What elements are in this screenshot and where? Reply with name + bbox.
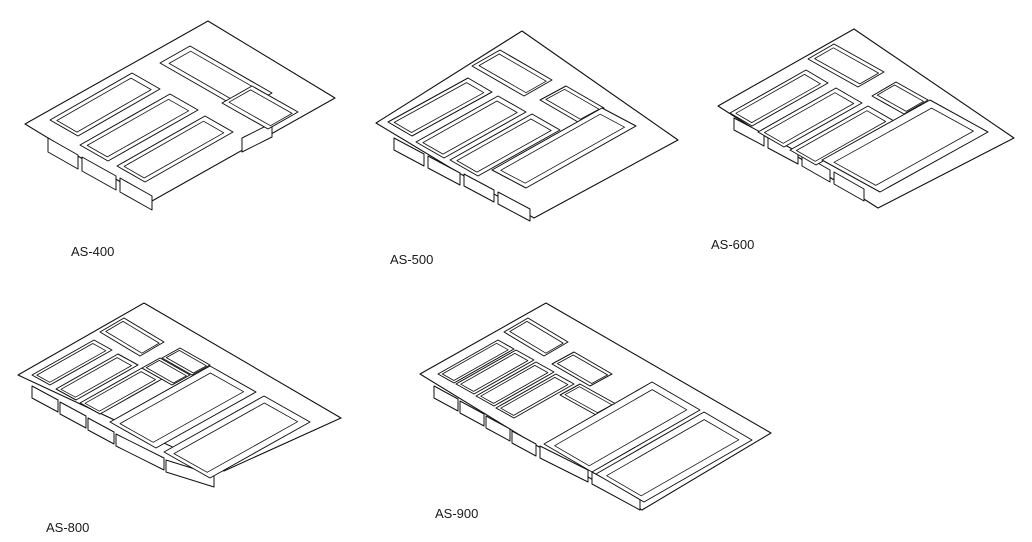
compartment bbox=[79, 93, 199, 162]
compartment-rim bbox=[876, 84, 924, 112]
compartment-rim bbox=[833, 107, 974, 186]
tray-foot bbox=[119, 177, 153, 211]
compartment-rim bbox=[145, 360, 187, 384]
tray-foot bbox=[433, 385, 459, 412]
compartment-rim bbox=[480, 365, 549, 404]
model-label-as-900: AS-900 bbox=[435, 506, 479, 521]
tray-foot bbox=[393, 137, 425, 167]
tray-foot bbox=[463, 173, 495, 203]
tray-foot bbox=[511, 430, 537, 457]
compartment-rim bbox=[556, 354, 609, 384]
tray-foot bbox=[485, 415, 511, 442]
compartment bbox=[109, 365, 257, 449]
compartment bbox=[49, 72, 161, 137]
model-label-as-800: AS-800 bbox=[46, 520, 90, 535]
tray-drawing-as-400 bbox=[24, 20, 336, 211]
compartment bbox=[455, 349, 535, 395]
compartment bbox=[821, 99, 989, 193]
compartment-rim bbox=[735, 74, 821, 123]
compartment-rim bbox=[509, 320, 564, 354]
compartment-rim bbox=[119, 372, 245, 443]
compartment-rim bbox=[796, 110, 887, 162]
tray-drawing-as-600 bbox=[717, 28, 1015, 209]
compartment bbox=[116, 115, 234, 183]
compartment bbox=[163, 395, 311, 479]
compartment-rim bbox=[500, 377, 569, 416]
compartment-rim bbox=[36, 343, 107, 383]
compartment bbox=[475, 361, 555, 407]
compartment bbox=[729, 69, 829, 127]
compartment bbox=[757, 87, 863, 148]
compartment-rim bbox=[84, 371, 156, 412]
compartment-rim bbox=[545, 88, 600, 120]
tray-foot bbox=[87, 417, 115, 445]
compartment bbox=[99, 317, 165, 357]
tray-foot bbox=[497, 191, 531, 222]
tray-drawing-as-900 bbox=[419, 302, 772, 511]
compartment-rim bbox=[460, 353, 529, 392]
model-label-as-400: AS-400 bbox=[71, 244, 115, 259]
compartment bbox=[491, 107, 637, 189]
compartment-rim bbox=[814, 47, 880, 85]
tray-foot bbox=[539, 445, 589, 483]
compartment bbox=[55, 353, 139, 401]
compartment bbox=[31, 339, 113, 386]
compartment-rim bbox=[422, 100, 518, 155]
tray-drawing-as-800 bbox=[17, 302, 342, 488]
compartment-rim bbox=[228, 89, 293, 127]
compartment bbox=[141, 357, 191, 386]
compartment-rim bbox=[123, 120, 225, 179]
compartment-rim bbox=[764, 92, 855, 144]
compartment bbox=[543, 381, 701, 473]
compartment-rim bbox=[105, 320, 160, 354]
model-label-as-500: AS-500 bbox=[390, 252, 434, 267]
tray-drawing-as-500 bbox=[375, 30, 679, 222]
tray-foot bbox=[115, 433, 165, 471]
compartment bbox=[437, 339, 515, 384]
tray-foot bbox=[427, 155, 461, 186]
compartment bbox=[595, 411, 753, 503]
compartment bbox=[387, 77, 493, 137]
compartment-rim bbox=[606, 419, 740, 497]
compartment bbox=[415, 95, 527, 159]
compartment bbox=[471, 49, 553, 97]
compartment bbox=[551, 351, 613, 387]
compartment-rim bbox=[478, 53, 547, 94]
compartment-rim bbox=[456, 118, 552, 173]
compartments bbox=[47, 45, 299, 211]
compartment bbox=[789, 105, 895, 166]
compartment bbox=[449, 113, 561, 177]
tray-foot bbox=[31, 385, 59, 413]
compartment-rim bbox=[564, 386, 613, 414]
tray-foot bbox=[833, 171, 865, 202]
compartment-rim bbox=[393, 82, 485, 133]
compartment-rim bbox=[500, 113, 626, 184]
compartment-rim bbox=[173, 402, 299, 473]
tray-foot bbox=[59, 401, 87, 429]
compartment bbox=[503, 317, 569, 357]
compartment-rim bbox=[60, 357, 132, 398]
compartment bbox=[495, 373, 575, 419]
tray-foot bbox=[81, 156, 117, 191]
tray-foot bbox=[241, 122, 273, 153]
tray-foot bbox=[767, 135, 799, 165]
tray-foot bbox=[459, 400, 485, 427]
compartment-rim bbox=[165, 350, 207, 374]
compartment-rim bbox=[56, 77, 152, 133]
compartment-rim bbox=[86, 98, 190, 158]
model-label-as-600: AS-600 bbox=[711, 237, 755, 252]
tray-foot bbox=[733, 117, 765, 147]
compartment bbox=[221, 85, 299, 130]
tray-foot bbox=[47, 137, 79, 170]
compartment-rim bbox=[554, 389, 688, 467]
compartment bbox=[807, 43, 885, 88]
compartment bbox=[161, 347, 211, 376]
compartment-rim bbox=[441, 342, 509, 381]
